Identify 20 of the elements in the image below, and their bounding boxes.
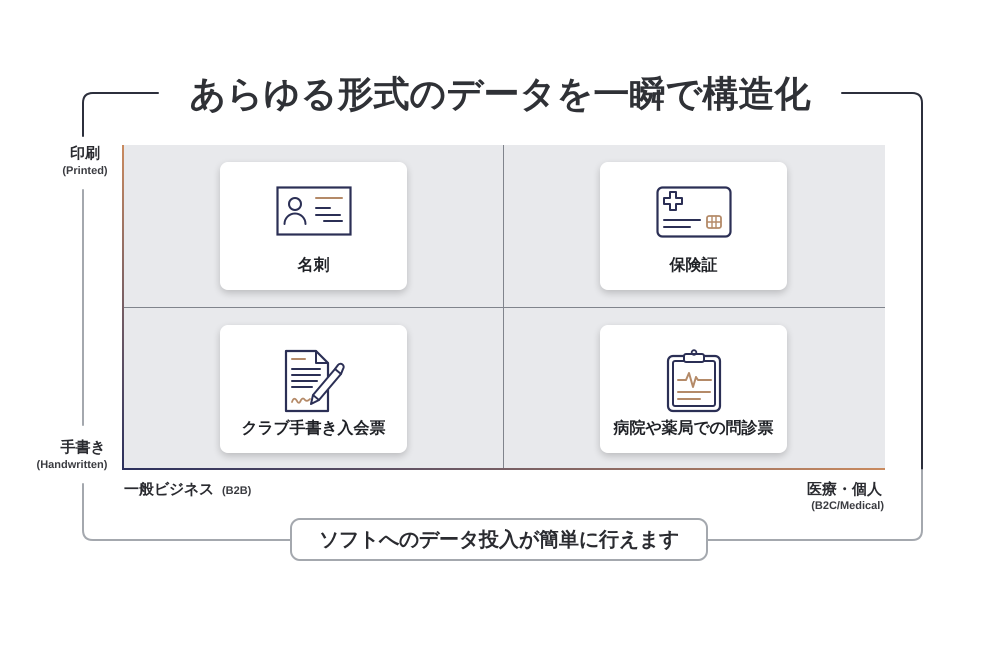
card-label: 名刺	[298, 256, 330, 276]
axis-sublabel: (B2C/Medical)	[810, 499, 884, 513]
axis-sublabel: (Printed)	[61, 164, 109, 178]
card	[600, 162, 787, 290]
title: あらゆる形式のデータを一瞬で構造化	[188, 72, 812, 115]
card	[220, 162, 407, 290]
axis-sublabel: (B2B)	[222, 484, 252, 498]
card-label: クラブ手書き入会票	[242, 419, 386, 439]
banner	[290, 518, 708, 561]
card	[220, 325, 407, 453]
card	[600, 325, 787, 453]
card-label: 保険証	[670, 256, 718, 276]
axis-label: 印刷	[69, 145, 101, 163]
banner-text: ソフトへのデータ投入が簡単に行えます	[319, 528, 679, 552]
axis-label: 手書き	[60, 439, 106, 457]
card-label: 病院や薬局での問診票	[614, 419, 774, 439]
quadrant-panel	[122, 145, 885, 470]
axis-sublabel: (Handwritten)	[36, 458, 108, 472]
axis-label: 医療・個人	[806, 481, 882, 499]
axis-label: 一般ビジネス	[124, 481, 214, 499]
